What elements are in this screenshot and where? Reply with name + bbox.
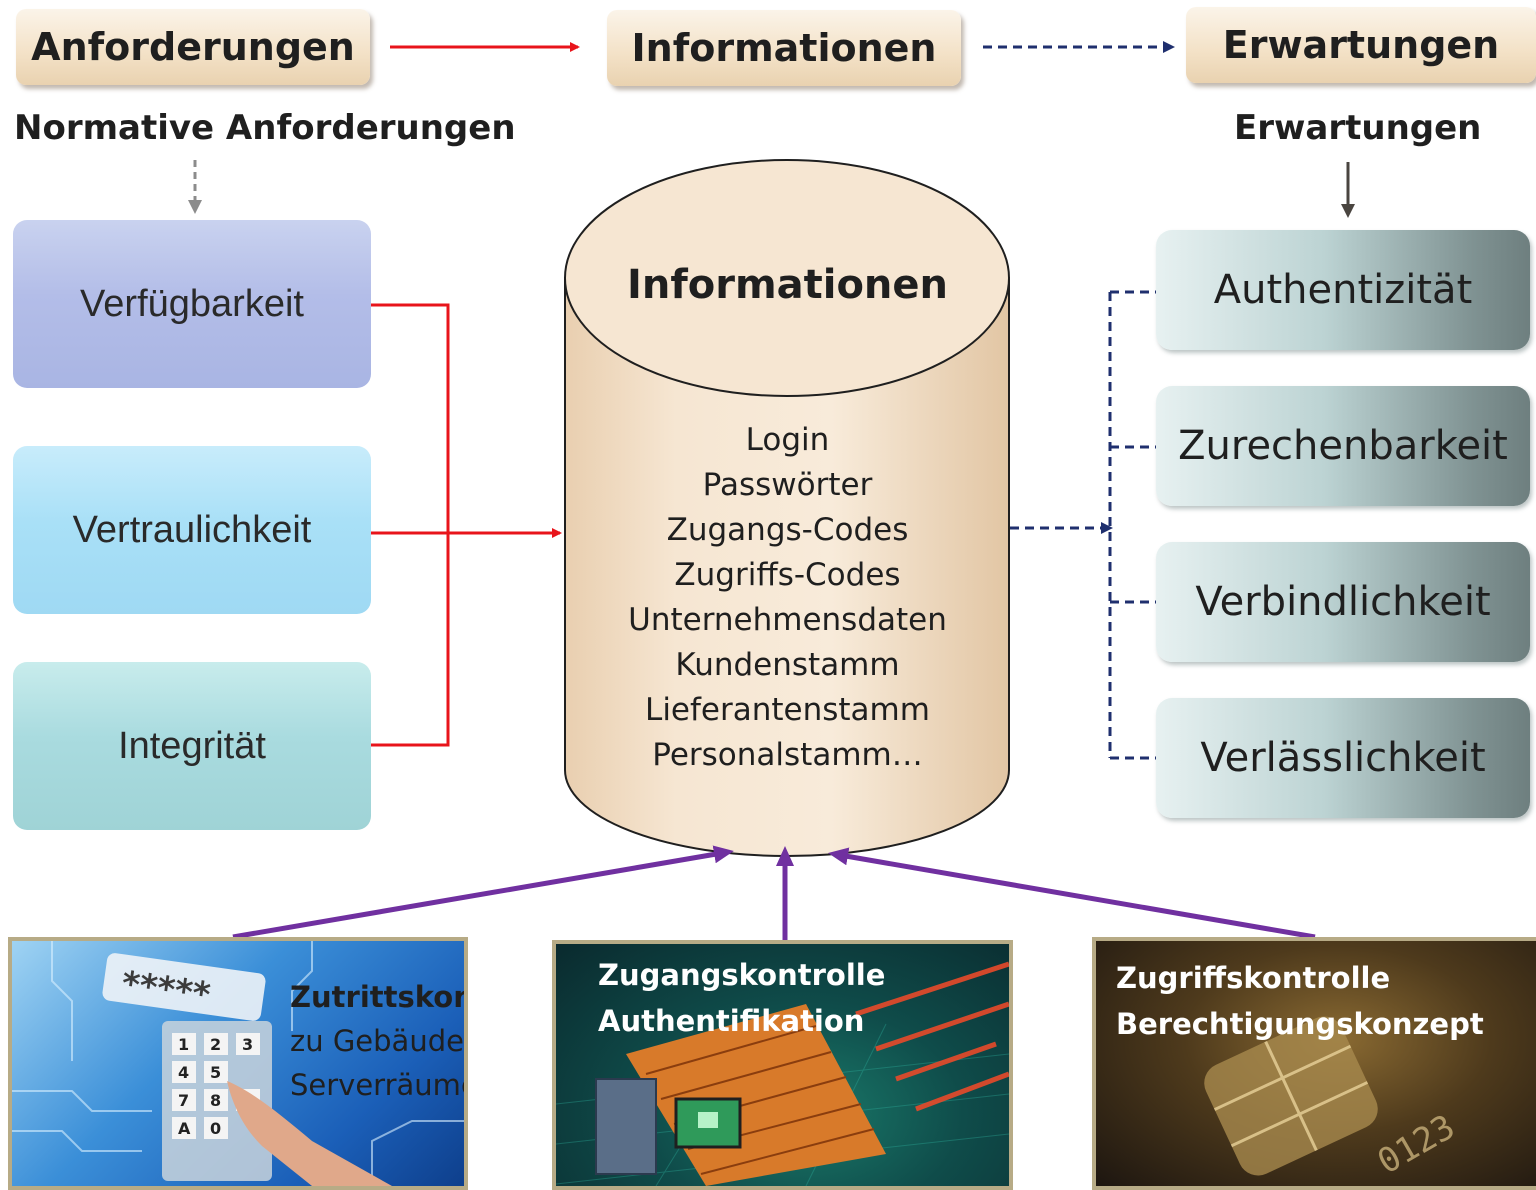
zutritt-line2: Serverräumen...: [290, 1068, 464, 1102]
box-integritaet: Integrität: [13, 662, 371, 830]
svg-text:2: 2: [210, 1035, 221, 1054]
svg-text:4: 4: [178, 1063, 189, 1082]
svg-text:5: 5: [210, 1063, 221, 1082]
svg-text:A: A: [178, 1119, 191, 1138]
image-zugangskontrolle: Zugangskontrolle Authentifikation: [552, 940, 1013, 1190]
svg-text:3: 3: [242, 1035, 253, 1054]
image-zugriffskontrolle: 0123 Zugriffskontrolle Berechtigungskonz…: [1092, 937, 1536, 1190]
zugriff-line1: Berechtigungskonzept: [1116, 1007, 1484, 1041]
svg-text:1: 1: [178, 1035, 189, 1054]
heading-normative: Normative Anforderungen: [14, 108, 516, 148]
zugriff-title: Zugriffskontrolle: [1116, 961, 1391, 995]
box-vertraulichkeit: Vertraulichkeit: [13, 446, 371, 614]
red-connector-verfuegbarkeit: [371, 303, 450, 747]
zugang-title: Zugangskontrolle: [598, 958, 886, 992]
zutritt-line1: zu Gebäuden und: [290, 1024, 468, 1058]
database-item: Zugangs-Codes: [666, 512, 909, 548]
svg-text:7: 7: [178, 1091, 189, 1110]
keypad-password-icon: ***** 1 2 3 4 5 7 8 9 A 0: [12, 941, 464, 1186]
box-verlaesslichkeit: Verlässlichkeit: [1156, 698, 1530, 818]
box-verfuegbarkeit: Verfügbarkeit: [13, 220, 371, 388]
svg-text:0: 0: [210, 1119, 221, 1138]
svg-text:0123: 0123: [1371, 1107, 1462, 1183]
chip-card-icon: 0123: [1204, 1016, 1462, 1183]
database-item: Lieferantenstamm: [645, 692, 930, 728]
database-item: Personalstamm…: [652, 737, 923, 773]
zugang-line1: Authentifikation: [598, 1004, 865, 1038]
firewall-icon: [556, 961, 1009, 1186]
header-informationen: Informationen: [607, 10, 961, 86]
box-authentizitaet: Authentizität: [1156, 230, 1530, 350]
svg-text:8: 8: [210, 1091, 221, 1110]
header-anforderungen: Anforderungen: [16, 9, 370, 85]
purple-arrow-zutritt: [232, 845, 734, 940]
database-cylinder: [564, 159, 1010, 857]
database-item: Passwörter: [702, 467, 873, 503]
database-item: Unternehmensdaten: [628, 602, 947, 638]
zutritt-title: Zutrittskontrolle: [290, 980, 464, 1014]
database-item-list: Login Passwörter Zugangs-Codes Zugriffs-…: [565, 418, 1010, 778]
heading-erwartungen: Erwartungen: [1234, 108, 1482, 148]
database-item: Login: [745, 422, 830, 458]
box-zurechenbarkeit: Zurechenbarkeit: [1156, 386, 1530, 506]
purple-arrow-zugriff: [828, 847, 1316, 940]
box-verbindlichkeit: Verbindlichkeit: [1156, 542, 1530, 662]
database-item: Zugriffs-Codes: [674, 557, 901, 593]
header-erwartungen: Erwartungen: [1186, 7, 1536, 83]
database-title: Informationen: [626, 262, 949, 308]
image-zutrittskontrolle: ***** 1 2 3 4 5 7 8 9 A 0 Zutrittskontro…: [8, 937, 468, 1190]
database-item: Kundenstamm: [675, 647, 900, 683]
